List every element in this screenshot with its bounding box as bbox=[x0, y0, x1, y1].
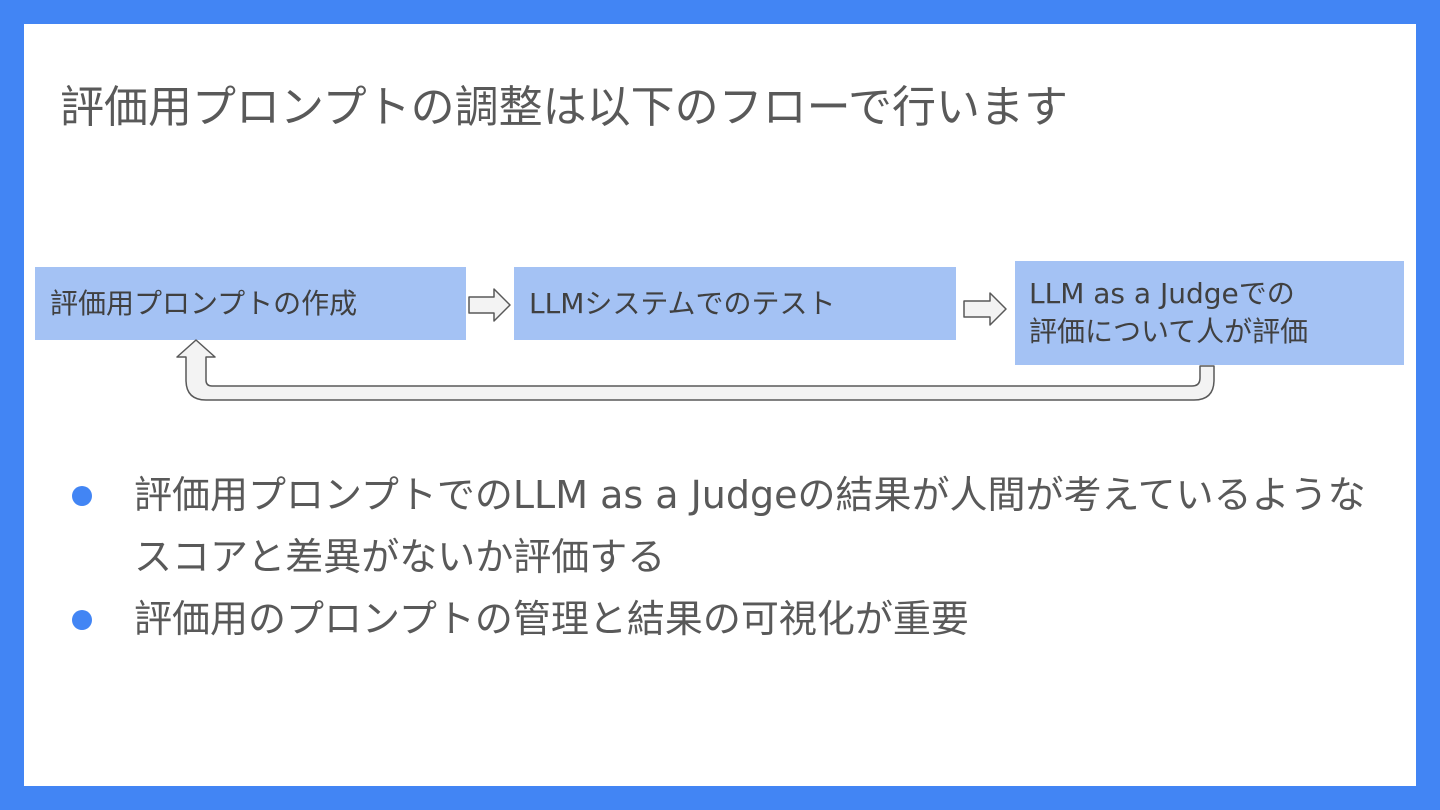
flow-step-label-line1: LLM as a Judgeでの bbox=[1029, 277, 1295, 311]
bullet-text: 評価用のプロンプトの管理と結果の可視化が重要 bbox=[134, 597, 969, 641]
flow-step-label-line2: 評価について人が評価 bbox=[1029, 315, 1309, 348]
bullet-item: 評価用プロンプトでのLLM as a Judgeの結果が人間が考えているようなス… bbox=[72, 464, 1392, 588]
bullet-dot-icon bbox=[72, 486, 92, 506]
flow-step-label: LLMシステムでのテスト bbox=[529, 286, 836, 320]
slide: 評価用プロンプトの調整は以下のフローで行います 評価用プロンプトの作成 LLMシ… bbox=[24, 24, 1416, 786]
flow-step-llm-test: LLMシステムでのテスト bbox=[514, 267, 956, 340]
slide-title: 評価用プロンプトの調整は以下のフローで行います bbox=[60, 82, 1069, 133]
bullet-list: 評価用プロンプトでのLLM as a Judgeの結果が人間が考えているようなス… bbox=[72, 464, 1392, 650]
flow-step-create-prompt: 評価用プロンプトの作成 bbox=[35, 267, 466, 340]
bullet-text: 評価用プロンプトでのLLM as a Judgeの結果が人間が考えているようなス… bbox=[134, 473, 1366, 579]
flow-step-label: 評価用プロンプトの作成 bbox=[50, 286, 358, 320]
flow-arrows bbox=[176, 288, 1215, 401]
flow-step-human-evaluation: LLM as a Judgeでの 評価について人が評価 bbox=[1015, 261, 1404, 365]
bullet-item: 評価用のプロンプトの管理と結果の可視化が重要 bbox=[72, 588, 1392, 650]
right-arrow-icon bbox=[468, 288, 511, 322]
bullet-dot-icon bbox=[72, 610, 92, 630]
right-arrow-icon bbox=[963, 292, 1007, 326]
